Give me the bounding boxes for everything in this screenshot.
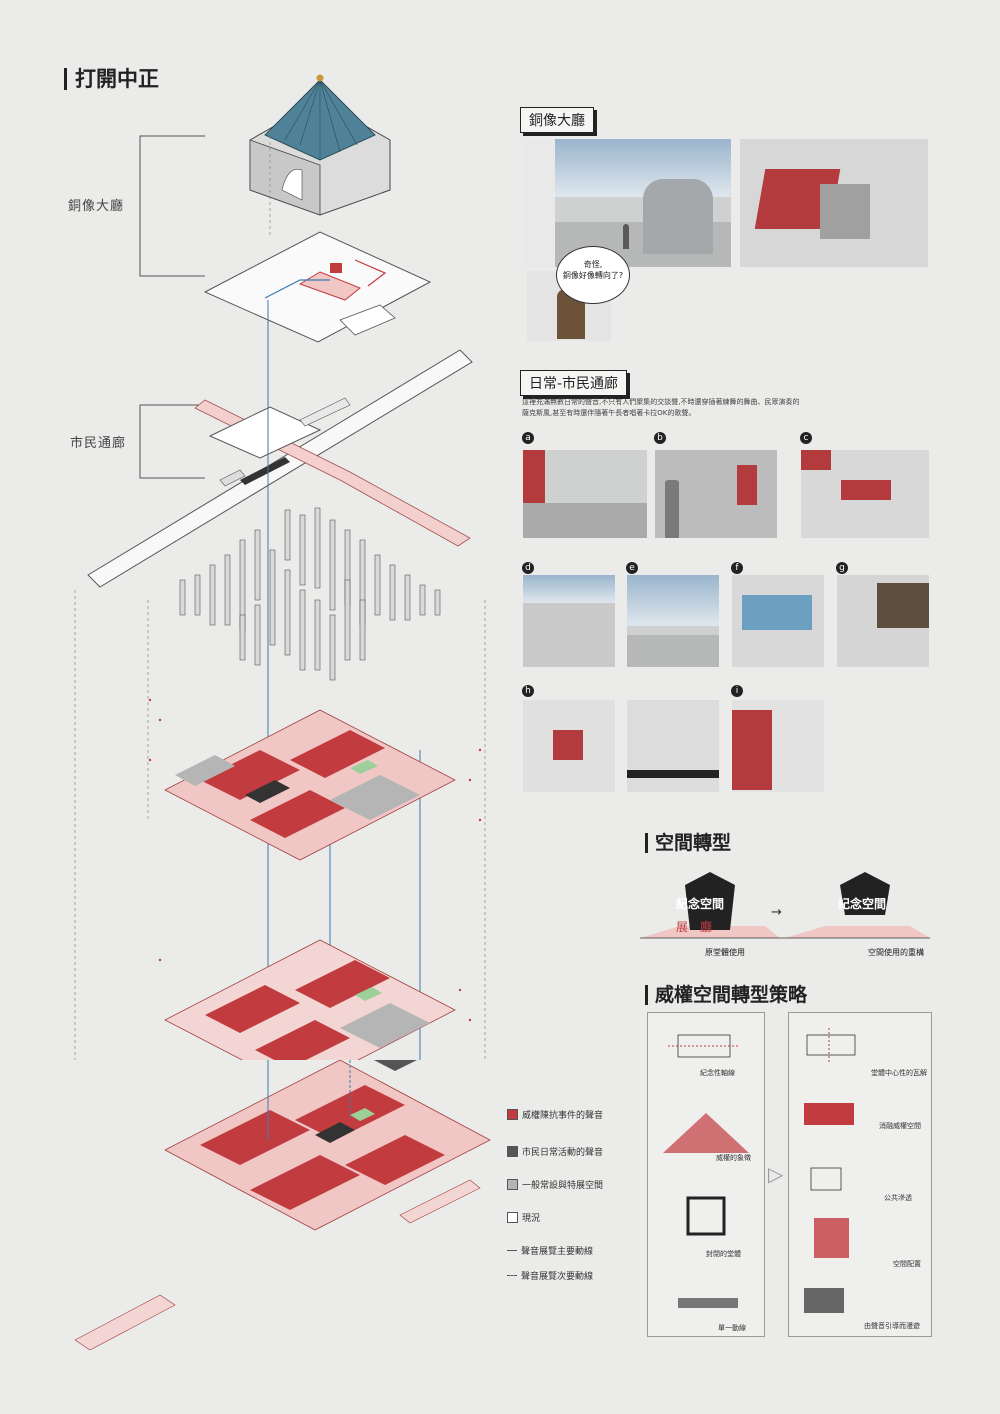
caption-original-use: 原堂體使用	[705, 948, 745, 957]
legend-item-protest: 威權陳抗事件的聲音	[507, 1108, 603, 1121]
guide-lines	[74, 130, 486, 1060]
photo-i	[732, 700, 824, 792]
civic-corridor-plan	[87, 349, 473, 588]
photo-letter-c: c	[800, 432, 812, 444]
legend-item-secondary-route: 聲音展覽次要動線	[507, 1269, 593, 1282]
circulation-lines	[267, 300, 421, 1060]
legend-line-dashed	[507, 1275, 517, 1276]
strategy-caption-decentralize: 堂體中心性的瓦解	[871, 1069, 927, 1077]
speech-bubble: 奇怪, 銅像好像轉向了?	[556, 246, 630, 304]
legend-label: 市民日常活動的聲音	[522, 1148, 604, 1158]
arrow-right-icon: →	[771, 905, 782, 920]
corridor-description-line-2: 薩克斯風,甚至有時還伴隨著午長者唱著卡拉OK的歌聲。	[522, 409, 696, 417]
strategy-caption-single: 單一動線	[718, 1324, 746, 1332]
strategy-caption-dissolve: 消融威權空間	[879, 1122, 921, 1130]
strategy-caption-roaming: 由聲音引導而漫遊	[864, 1322, 920, 1330]
sound-layer-2	[164, 939, 456, 1060]
strategy-caption-public: 公共滲透	[884, 1194, 912, 1202]
photo-letter-f: f	[731, 562, 743, 574]
legend-label: 威權陳抗事件的聲音	[522, 1111, 604, 1121]
memorial-hall-dome	[249, 74, 391, 216]
legend-label: 一般常設與特展空間	[522, 1181, 604, 1191]
column-field	[179, 507, 441, 681]
photo-letter-a: a	[522, 432, 534, 444]
corridor-description: 這裡充滿無數日常的聲音,不只有人們聚集的交談聲,不時還穿插著練舞的舞曲、民眾演奏…	[522, 397, 932, 419]
legend-label: 現況	[522, 1214, 541, 1224]
strategy-caption-closed: 封閉的堂體	[706, 1250, 741, 1258]
speech-text: 奇怪, 銅像好像轉向了?	[562, 260, 624, 280]
label-bronze-hall: 銅像大廳	[68, 199, 125, 214]
photo-letter-b: b	[654, 432, 666, 444]
photo-statue-rotated	[740, 139, 928, 267]
photo-f	[732, 575, 824, 667]
photo-letter-h: h	[522, 685, 534, 697]
legend-item-civic: 市民日常活動的聲音	[507, 1145, 603, 1158]
legend-swatch-gray	[507, 1179, 518, 1190]
strategy-caption-layout: 空間配置	[893, 1260, 921, 1268]
section-bronze-hall-heading: 銅像大廳	[520, 107, 594, 133]
photo-e	[627, 575, 719, 667]
legend-swatch-dark	[507, 1146, 518, 1157]
photo-letter-e: e	[626, 562, 638, 574]
exploded-axonometric-diagram	[74, 74, 486, 1060]
strategy-caption-symbol: 威權的象徵	[716, 1154, 751, 1162]
page-title: 打開中正	[64, 68, 159, 90]
legend-label: 聲音展覽主要動線	[521, 1247, 594, 1257]
legend-label: 聲音展覽次要動線	[521, 1272, 594, 1282]
legend-swatch-white	[507, 1212, 518, 1223]
legend-item-exhibition: 一般常設與特展空間	[507, 1178, 603, 1191]
memorial-label-left: 紀念空間	[676, 897, 725, 911]
sound-layer-1	[164, 709, 456, 861]
legend-line-solid	[507, 1250, 517, 1251]
section-transformation-heading: 空間轉型	[645, 833, 731, 853]
corridor-description-line-1: 這裡充滿無數日常的聲音,不只有人們聚集的交談聲,不時還穿插著練舞的舞曲、民眾演奏…	[522, 398, 800, 406]
photo-letter-d: d	[522, 562, 534, 574]
photo-c	[801, 450, 929, 538]
legend-swatch-red	[507, 1109, 518, 1120]
photo-letter-i: i	[731, 685, 743, 697]
strategy-arrow-icon: ▷	[768, 1162, 784, 1186]
exhibit-label: 展 廳	[676, 920, 713, 934]
photo-letter-g: g	[836, 562, 848, 574]
photo-h-2	[627, 700, 719, 792]
bracket-hall	[139, 135, 205, 277]
section-strategy-heading: 威權空間轉型策略	[645, 985, 807, 1005]
legend-item-main-route: 聲音展覽主要動線	[507, 1244, 593, 1257]
photo-h	[523, 700, 615, 792]
transformation-diagram	[640, 872, 930, 939]
photo-d	[523, 575, 615, 667]
bracket-corridor	[139, 404, 205, 479]
label-civic-corridor: 市民通廊	[70, 436, 127, 451]
ground-floor-layer	[74, 1060, 491, 1351]
legend-item-current: 現況	[507, 1211, 540, 1224]
dot-markers	[148, 698, 482, 1022]
photo-statue-hall	[523, 139, 731, 267]
photo-a	[523, 450, 647, 538]
strategy-caption-axis: 紀念性軸線	[700, 1069, 735, 1077]
section-corridor-heading: 日常-市民通廊	[520, 370, 628, 396]
hall-floor-plan	[203, 231, 432, 343]
memorial-label-right: 紀念空間	[838, 897, 887, 911]
caption-restructure: 空間使用的重構	[868, 948, 924, 957]
photo-g	[837, 575, 929, 667]
strategy-panel-right: 堂體中心性的瓦解 消融威權空間 公共滲透 空間配置 由聲音引導而漫遊	[788, 1012, 932, 1337]
strategy-panel-left: 紀念性軸線 威權的象徵 封閉的堂體 單一動線	[647, 1012, 765, 1337]
photo-b	[655, 450, 777, 538]
